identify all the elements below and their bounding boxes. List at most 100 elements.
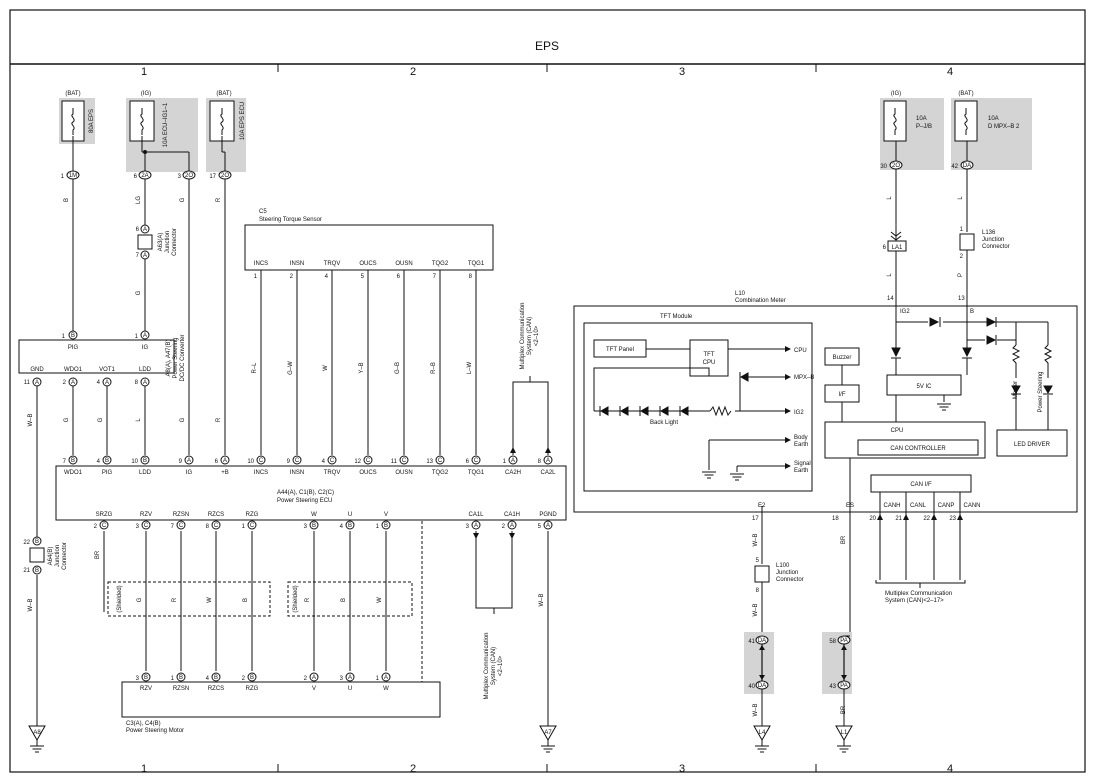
svg-text:3: 3: [178, 174, 182, 180]
column-1-bottom: 1: [141, 763, 147, 775]
a63-junction-connector: 6 A 7 A A63(A) Junction Connector: [136, 224, 178, 260]
pin-number: 2: [304, 676, 308, 682]
svg-text:2O: 2O: [185, 173, 193, 179]
svg-text:1: 1: [960, 227, 964, 233]
connector-letter: B: [214, 675, 218, 681]
svg-text:13: 13: [958, 296, 965, 302]
svg-text:Body: Body: [794, 435, 808, 441]
mpx-label-lower: Multiplex Communication System (CAN) <2–…: [484, 632, 504, 699]
svg-text:IG2: IG2: [900, 309, 910, 315]
pin-number: 1: [254, 274, 258, 280]
l100-labels: 5 8 L100 Junction Connector: [756, 558, 804, 594]
connector-letter: A: [510, 523, 514, 529]
svg-text:System (CAN)<2–17>: System (CAN)<2–17>: [885, 598, 944, 604]
svg-text:Power Steering Motor: Power Steering Motor: [126, 728, 184, 734]
frame: EPS 1 2 3 4 1 2 3 4: [9, 9, 1086, 775]
svg-text:22: 22: [23, 540, 30, 546]
svg-text:L: L: [136, 418, 142, 422]
ground-l1: L1: [835, 725, 853, 753]
pin-number: 10: [247, 459, 254, 465]
svg-text:A8(A), A47(B): A8(A), A47(B): [166, 339, 172, 376]
svg-text:17: 17: [752, 516, 759, 522]
dcdc-converter: A8(A), A47(B) Power Steering DC/DC Conve…: [18, 330, 186, 387]
svg-text:CAN CONTROLLER: CAN CONTROLLER: [890, 446, 946, 452]
svg-text:BR: BR: [95, 550, 101, 559]
pin-number: 7: [433, 274, 437, 280]
svg-text:Multiplex Communication: Multiplex Communication: [520, 302, 526, 369]
svg-text:Multiplex Communication: Multiplex Communication: [484, 632, 490, 699]
connector-letter: C: [402, 458, 407, 464]
svg-text:G: G: [136, 290, 142, 295]
pin-number: 2: [242, 676, 246, 682]
terminal-name: W: [383, 686, 389, 692]
svg-text:L–W: L–W: [467, 361, 473, 374]
svg-text:30: 30: [880, 164, 887, 170]
svg-text:42: 42: [951, 164, 958, 170]
svg-text:Earth: Earth: [794, 468, 808, 474]
column-1-top: 1: [141, 66, 147, 78]
column-2-bottom: 2: [410, 763, 416, 775]
pin-number: 8: [206, 524, 210, 530]
svg-text:R–B: R–B: [431, 362, 437, 374]
mpx-label-upper: Multiplex Communication System (CAN) <2–…: [520, 302, 540, 369]
power-steering-motor: C3(A), C4(B) Power Steering Motor: [121, 681, 441, 734]
terminal-name: OUSN: [395, 261, 412, 267]
can-bus-upper: [512, 376, 549, 455]
terminal-name: RZV: [140, 512, 152, 518]
terminal-name: RZCS: [208, 512, 224, 518]
ground-a7: A7: [539, 722, 557, 753]
svg-text:PIG: PIG: [68, 345, 79, 351]
ecu-bottom-terminal: C7: [171, 520, 186, 530]
svg-text:Multiplex Communication: Multiplex Communication: [885, 591, 952, 597]
svg-text:W–B: W–B: [753, 603, 759, 616]
svg-text:B: B: [35, 568, 39, 574]
terminal-name: CA2L: [540, 470, 556, 476]
terminal-name: +B: [221, 470, 229, 476]
svg-text:R: R: [216, 417, 222, 422]
connector-letter: A: [511, 458, 515, 464]
terminal-name: CA1L: [468, 512, 484, 518]
pin-number: 4: [206, 676, 210, 682]
svg-text:41: 41: [748, 639, 755, 645]
svg-text:Connector: Connector: [982, 244, 1010, 250]
terminal-name: INCS: [254, 470, 268, 476]
sensor-wire-colors: R–L G–W W Y–B G–B R–B L–W G R: [180, 361, 473, 423]
terminal-name: RZV: [140, 686, 152, 692]
connector-letter: B: [105, 458, 109, 464]
pin-number: 6: [466, 459, 470, 465]
connector-letter: C: [438, 458, 443, 464]
terminal-name: WDO1: [64, 470, 83, 476]
terminal-name: RZG: [246, 686, 259, 692]
svg-text:1: 1: [62, 334, 66, 340]
pin-number: 21: [895, 516, 902, 522]
pin-number: 9: [287, 459, 291, 465]
motor-wires: [103, 531, 549, 722]
pin-number: 1: [242, 524, 246, 530]
svg-text:G: G: [137, 597, 143, 602]
svg-text:R: R: [216, 197, 222, 202]
ecu-top-terminal: C4: [322, 455, 337, 465]
sensor-wires: [260, 281, 477, 455]
motor-terminal: B3: [136, 672, 151, 682]
terminal-name: V: [384, 512, 388, 518]
terminal-name: CA2H: [505, 470, 521, 476]
fuse-icon: [893, 108, 897, 135]
svg-text:2: 2: [63, 380, 67, 386]
pin-number: 3: [136, 676, 140, 682]
terminal-name: CANN: [963, 503, 980, 509]
svg-text:(BAT): (BAT): [958, 91, 973, 97]
svg-text:A: A: [35, 380, 39, 386]
svg-text:G–B: G–B: [395, 362, 401, 374]
svg-text:2A: 2A: [141, 173, 148, 179]
svg-text:1: 1: [61, 174, 65, 180]
terminal-name: INSN: [290, 470, 304, 476]
terminal-name: LDD: [139, 470, 152, 476]
meter-diodes: [599, 317, 1053, 416]
svg-text:L1: L1: [841, 730, 848, 736]
terminal-name: INSN: [290, 261, 304, 267]
svg-text:System (CAN): System (CAN): [491, 647, 497, 685]
pin-number: 12: [354, 459, 361, 465]
motor-terminal: A1: [376, 672, 391, 682]
